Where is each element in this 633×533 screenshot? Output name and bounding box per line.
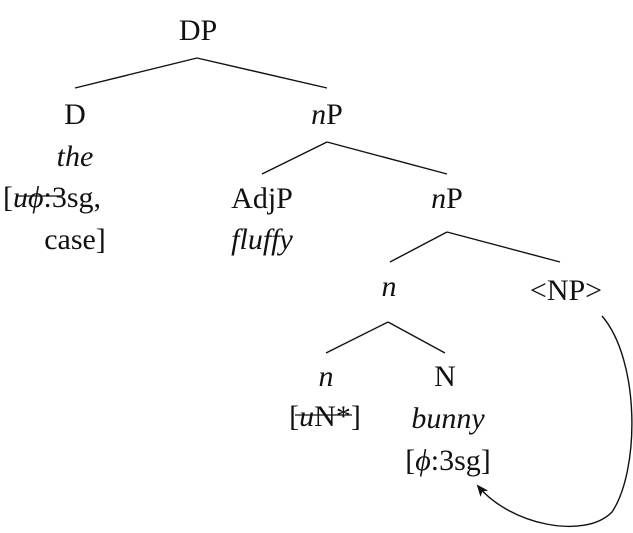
word-the: the bbox=[57, 140, 94, 173]
edge-dp-np bbox=[196, 57, 328, 89]
np-mid-tail: P bbox=[446, 182, 463, 215]
edge-np-adjp bbox=[261, 141, 328, 175]
edge-np-nbar bbox=[389, 231, 448, 263]
node-N: N bbox=[434, 360, 456, 393]
edge-np-np bbox=[326, 141, 448, 175]
N-feat-value: :3sg] bbox=[431, 444, 491, 477]
d-features-line1: [uϕ:3sg, bbox=[3, 181, 101, 214]
np-top-head: n bbox=[311, 98, 326, 131]
n-feat-u: u bbox=[299, 400, 314, 433]
node-adjp: AdjP bbox=[231, 182, 293, 215]
node-dp: DP bbox=[179, 14, 217, 47]
d-feat-open: [ bbox=[3, 181, 13, 214]
edge-np-npcopy bbox=[446, 231, 561, 263]
node-np-mid: nP bbox=[431, 182, 463, 215]
word-fluffy: fluffy bbox=[231, 223, 293, 256]
np-mid-head: n bbox=[431, 182, 446, 215]
d-feat-value: 3sg, bbox=[52, 181, 101, 214]
node-np-copy: <NP> bbox=[530, 274, 602, 307]
d-features-line2: case] bbox=[44, 223, 106, 256]
edge-dp-d bbox=[74, 57, 198, 89]
node-np-top: nP bbox=[311, 98, 343, 131]
d-feat-u: u bbox=[13, 181, 28, 214]
tree-edges bbox=[74, 57, 561, 354]
n-feat-close: ] bbox=[351, 400, 361, 433]
edge-nbar-N bbox=[387, 321, 446, 354]
N-features: [ϕ:3sg] bbox=[405, 444, 491, 477]
word-bunny: bunny bbox=[411, 402, 485, 435]
N-feat-open: [ bbox=[405, 444, 415, 477]
n-feat-open: [ bbox=[289, 400, 299, 433]
node-d: D bbox=[64, 98, 86, 131]
np-top-tail: P bbox=[326, 98, 343, 131]
node-n-bar: n bbox=[382, 270, 397, 303]
node-n-head: n bbox=[319, 360, 334, 393]
edge-nbar-nhead bbox=[325, 321, 389, 354]
d-feat-colon: : bbox=[44, 181, 52, 214]
movement-arrow bbox=[476, 315, 633, 528]
d-feat-phi: ϕ bbox=[28, 181, 44, 214]
N-feat-phi: ϕ bbox=[415, 444, 431, 477]
n-head-features: [uN*] bbox=[289, 400, 361, 433]
n-feat-N: N* bbox=[314, 400, 351, 433]
